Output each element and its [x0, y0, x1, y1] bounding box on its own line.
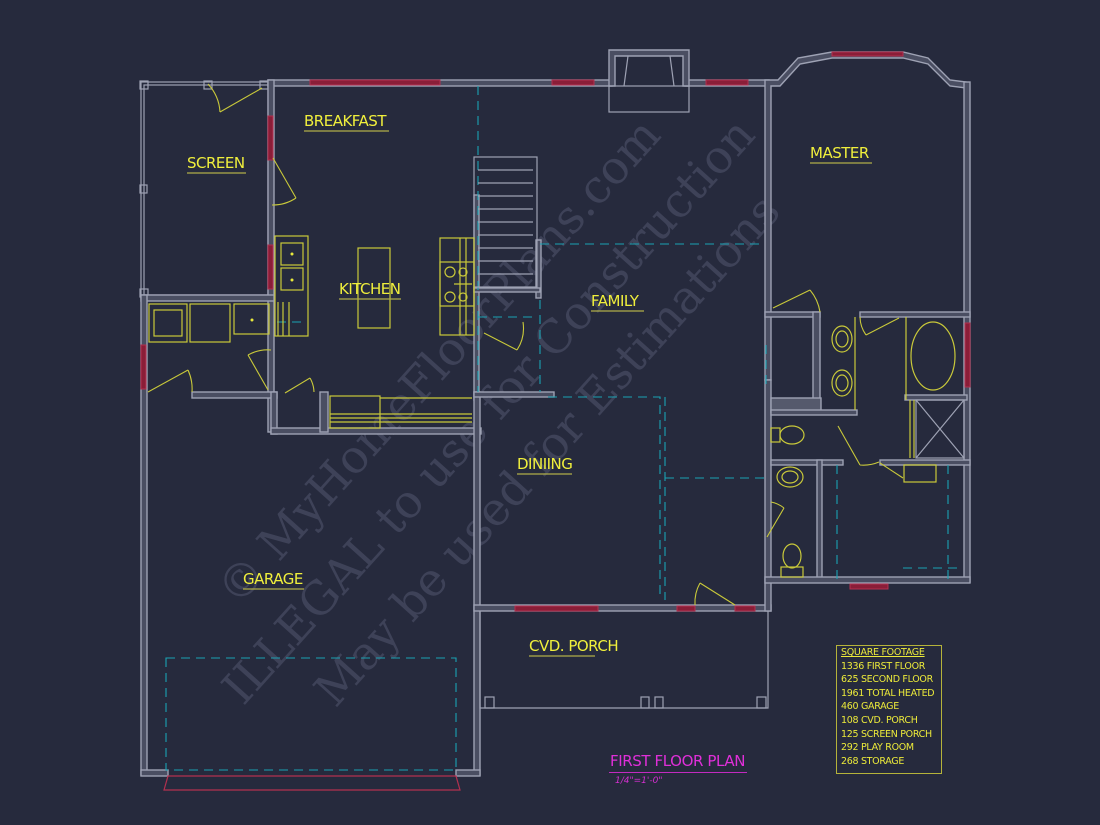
square-footage-table: SQUARE FOOTAGE 1336 FIRST FLOOR 625 SECO… — [836, 645, 942, 774]
sqft-first-floor: 1336 FIRST FLOOR — [841, 660, 926, 672]
room-label-cvd-porch: CVD. PORCH — [529, 637, 618, 655]
room-label-garage: GARAGE — [243, 570, 303, 588]
room-label-dining: DINIING — [517, 455, 572, 473]
watermark: © MyHomeFloorPlans.com ILLEGAL to use fo… — [206, 108, 790, 717]
room-label-kitchen: KITCHEN — [339, 280, 401, 298]
square-footage-title: SQUARE FOOTAGE — [841, 647, 925, 658]
sqft-second-floor: 625 SECOND FLOOR — [841, 674, 933, 686]
drawing-title-underline — [609, 772, 747, 773]
bath-fixtures — [770, 317, 965, 578]
doors — [147, 83, 904, 606]
porch-outline — [479, 611, 769, 709]
stairs — [473, 156, 538, 288]
kitchen-fixtures — [148, 235, 475, 429]
hidden-lines — [165, 86, 963, 771]
screen-porch-outline — [139, 80, 272, 299]
drawing-scale: 1/4"=1'-0" — [615, 776, 663, 786]
sqft-garage: 460 GARAGE — [841, 701, 899, 713]
sqft-storage: 268 STORAGE — [841, 755, 905, 767]
sqft-cvd-porch: 108 CVD. PORCH — [841, 714, 918, 726]
sqft-screen-porch: 125 SCREEN PORCH — [841, 728, 932, 740]
windows — [140, 51, 971, 791]
room-labels: SCREEN BREAKFAST KITCHEN FAMILY MASTER D… — [187, 112, 872, 657]
room-label-breakfast: BREAKFAST — [304, 112, 387, 130]
sqft-play-room: 292 PLAY ROOM — [841, 742, 914, 754]
room-label-screen: SCREEN — [187, 154, 245, 172]
sqft-total-heated: 1961 TOTAL HEATED — [841, 687, 935, 699]
drawing-title: FIRST FLOOR PLAN — [610, 752, 746, 770]
room-label-family: FAMILY — [591, 292, 640, 310]
room-label-master: MASTER — [810, 144, 869, 162]
